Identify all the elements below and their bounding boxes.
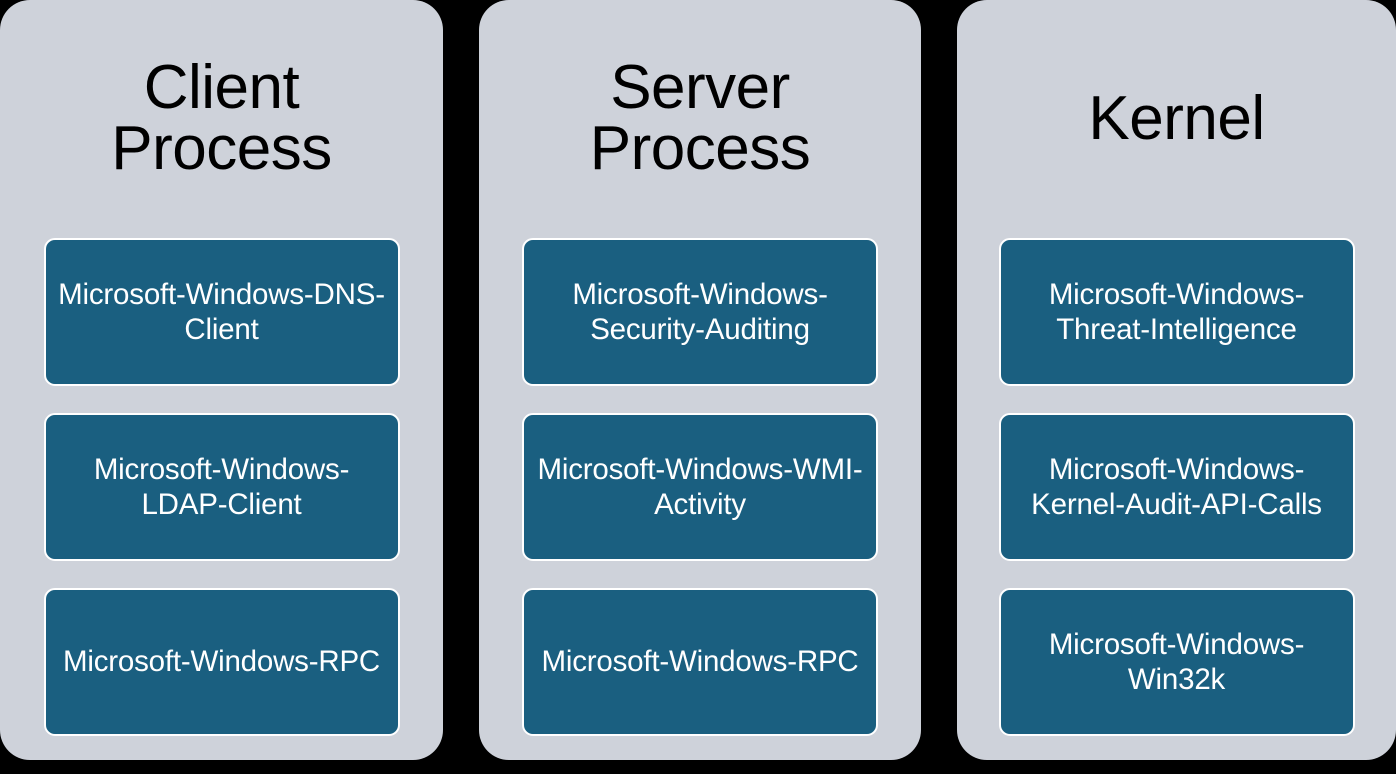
provider-label: Microsoft-Windows-DNS-Client [58,277,385,346]
provider-box[interactable]: Microsoft-Windows-DNS-Client [43,238,400,386]
provider-label: Microsoft-Windows-RPC [541,645,859,679]
provider-box[interactable]: Microsoft-Windows-RPC [522,588,878,736]
provider-label: Microsoft-Windows-LDAP-Client [93,452,350,521]
provider-label: Microsoft-Windows-RPC [62,645,381,679]
provider-box[interactable]: Microsoft-Windows-RPC [43,588,400,736]
column-title-server-process: Server Process [589,53,811,183]
column-title-kernel: Kernel [1088,83,1265,153]
provider-box[interactable]: Microsoft-Windows-Threat-Intelligence [998,238,1355,386]
provider-box[interactable]: Microsoft-Windows-Win32k [998,588,1355,736]
provider-list-kernel: Microsoft-Windows-Threat-Intelligence Mi… [957,238,1396,760]
provider-box[interactable]: Microsoft-Windows-Kernel-Audit-API-Calls [998,413,1355,561]
provider-list-server-process: Microsoft-Windows-Security-Auditing Micr… [479,238,921,760]
provider-label: Microsoft-Windows-Kernel-Audit-API-Calls [1031,452,1322,521]
column-title-client-process: Client Process [111,53,332,183]
column-header-kernel: Kernel [957,0,1396,238]
provider-label: Microsoft-Windows-WMI-Activity [537,452,863,521]
column-header-server-process: Server Process [479,0,921,238]
provider-label: Microsoft-Windows-Security-Auditing [572,277,828,346]
provider-label: Microsoft-Windows-Threat-Intelligence [1048,277,1305,346]
provider-box[interactable]: Microsoft-Windows-Security-Auditing [522,238,878,386]
column-server-process: Server Process Microsoft-Windows-Securit… [479,0,921,760]
column-client-process: Client Process Microsoft-Windows-DNS-Cli… [0,0,443,760]
provider-box[interactable]: Microsoft-Windows-WMI-Activity [522,413,878,561]
column-header-client-process: Client Process [0,0,443,238]
column-kernel: Kernel Microsoft-Windows-Threat-Intellig… [957,0,1396,760]
provider-list-client-process: Microsoft-Windows-DNS-Client Microsoft-W… [0,238,443,760]
provider-box[interactable]: Microsoft-Windows-LDAP-Client [43,413,400,561]
provider-label: Microsoft-Windows-Win32k [1048,627,1305,696]
